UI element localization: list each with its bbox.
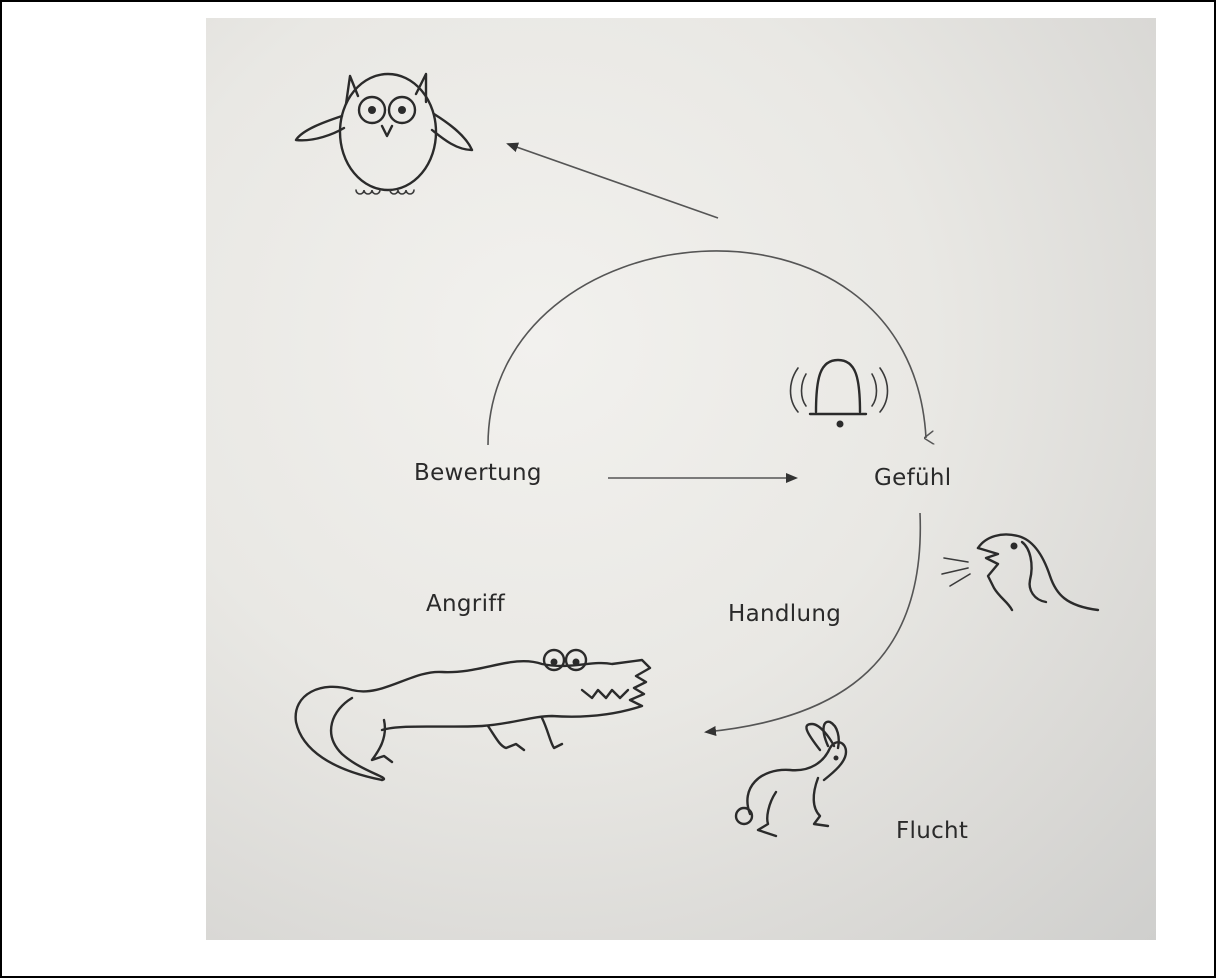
- arc-bewertung-to-gefuehl: [488, 251, 926, 445]
- crocodile-icon: [296, 650, 650, 780]
- label-handlung: Handlung: [728, 601, 841, 627]
- arrow-to-owl: [508, 144, 718, 218]
- label-gefuehl: Gefühl: [874, 465, 951, 491]
- rabbit-icon: [736, 722, 846, 836]
- label-angriff: Angriff: [426, 591, 505, 617]
- owl-icon: [296, 74, 472, 194]
- label-flucht: Flucht: [896, 818, 968, 844]
- label-bewertung: Bewertung: [414, 460, 542, 486]
- dog-icon: [942, 535, 1098, 611]
- bell-icon: [791, 360, 888, 428]
- diagram-photo: Bewertung Gefühl Angriff Handlung Flucht: [206, 18, 1156, 940]
- diagram-canvas: [206, 18, 1156, 940]
